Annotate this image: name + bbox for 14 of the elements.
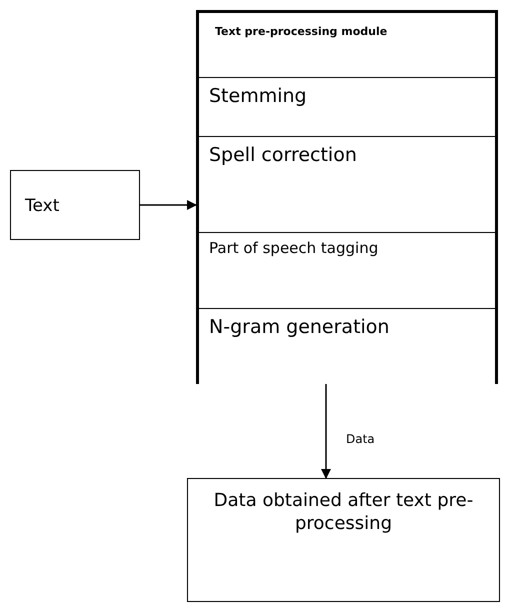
module-step-row: [199, 308, 495, 384]
process-box: [10, 170, 140, 240]
node-label: Stemming: [209, 84, 308, 109]
module-box: [196, 10, 498, 384]
node-label: Data obtained after text pre-processing: [212, 489, 474, 536]
module-heading: Text pre-processing module: [215, 25, 388, 40]
arrow: [321, 384, 331, 479]
node-label: Text: [25, 195, 60, 218]
node-label: Part of speech tagging: [209, 239, 380, 258]
node-label: N-gram generation: [209, 315, 390, 340]
node-label: Spell correction: [209, 143, 358, 168]
process-box: [187, 478, 500, 602]
arrow: [140, 200, 197, 210]
edge-label: Data: [344, 432, 377, 446]
